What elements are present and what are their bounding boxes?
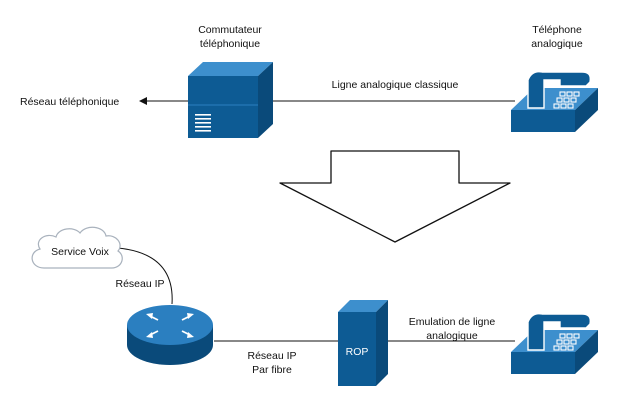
network-label: Réseau téléphonique: [20, 96, 119, 108]
analog-line-label: Ligne analogique classique: [332, 79, 459, 91]
rop-server-icon: [338, 300, 388, 386]
fiber-label-line1: Réseau IP: [247, 350, 296, 362]
fiber-label-line2: Par fibre: [252, 364, 292, 376]
phone-label-line1: Téléphone: [532, 24, 582, 36]
switch-label-line1: Commutateur: [198, 24, 262, 36]
cloud-icon: [31, 226, 123, 269]
rop-label: ROP: [346, 346, 369, 358]
emulation-label-line1: Emulation de ligne: [409, 316, 496, 328]
router-icon: [127, 305, 213, 365]
ip-network-label: Réseau IP: [115, 278, 164, 290]
phone-label-line2: analogique: [531, 38, 583, 50]
analog-phone-icon: [511, 70, 598, 132]
emulation-label-line2: analogique: [426, 330, 478, 342]
down-arrow-icon: [279, 150, 511, 243]
analog-phone-icon-bottom: [511, 312, 598, 374]
switch-label-line2: téléphonique: [200, 38, 260, 50]
ip-network-link: [117, 247, 173, 305]
telephone-switch-icon: [188, 62, 273, 138]
cloud-label: Service Voix: [51, 246, 110, 258]
